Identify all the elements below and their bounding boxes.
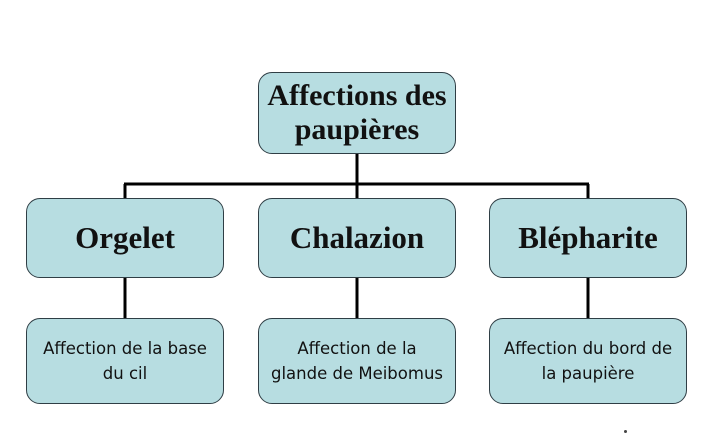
category-label-blepharite: Blépharite (518, 220, 658, 255)
description-orgelet-line1: Affection de la base (43, 339, 207, 358)
description-node-orgelet: Affection de la base du cil (26, 318, 224, 404)
root-node: Affections des paupières (258, 72, 456, 154)
category-node-chalazion: Chalazion (258, 198, 456, 278)
description-blepharite-line2: la paupière (541, 364, 635, 383)
category-label-orgelet: Orgelet (75, 220, 175, 255)
category-label-chalazion: Chalazion (289, 220, 425, 255)
stray-dot (624, 430, 627, 433)
category-node-orgelet: Orgelet (26, 198, 224, 278)
description-orgelet-line2: du cil (102, 364, 148, 383)
root-label-line2: paupières (294, 113, 420, 146)
root-label: Affections des paupières (267, 79, 446, 147)
description-blepharite-line1: Affection du bord de (503, 339, 673, 358)
description-chalazion-line2: glande de Meibomus (270, 364, 444, 383)
root-label-line1: Affections des (267, 79, 447, 112)
description-node-blepharite: Affection du bord de la paupière (489, 318, 687, 404)
category-node-blepharite: Blépharite (489, 198, 687, 278)
description-node-chalazion: Affection de la glande de Meibomus (258, 318, 456, 404)
description-chalazion-line1: Affection de la (297, 339, 417, 358)
